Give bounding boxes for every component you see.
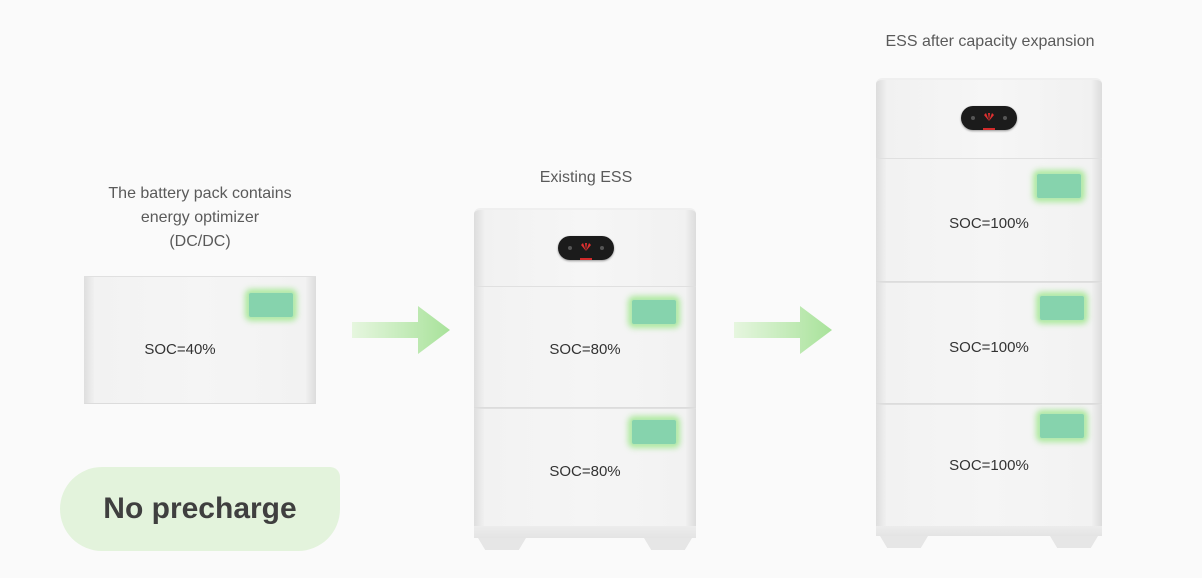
display-panel <box>961 106 1017 130</box>
pack-caption: The battery pack contains energy optimiz… <box>60 182 340 254</box>
module-soc: SOC=100% <box>949 457 1029 474</box>
module-soc: SOC=80% <box>549 341 621 358</box>
led-indicator <box>631 419 677 445</box>
single-pack-soc: SOC=40% <box>144 341 216 358</box>
no-precharge-badge: No precharge <box>60 467 340 551</box>
led-indicator <box>1036 173 1082 199</box>
ess-base <box>474 526 696 550</box>
pack-caption-line-1: The battery pack contains <box>108 185 292 202</box>
single-battery-pack: SOC=40% <box>84 276 316 404</box>
battery-module: SOC=80% <box>474 286 696 408</box>
ess-base <box>876 526 1102 548</box>
battery-module: SOC=100% <box>876 282 1102 404</box>
led-indicator <box>248 292 294 318</box>
right-arrow-icon <box>352 306 450 354</box>
module-soc: SOC=100% <box>949 339 1029 356</box>
brand-logo-icon <box>581 243 591 251</box>
module-soc: SOC=80% <box>549 463 621 480</box>
led-indicator <box>631 299 677 325</box>
battery-module: SOC=100% <box>876 158 1102 282</box>
ess-control-module <box>876 78 1102 158</box>
pack-caption-line-2: energy optimizer <box>140 209 260 226</box>
pack-caption-line-3: (DC/DC) <box>169 233 231 250</box>
led-indicator <box>1039 413 1085 439</box>
existing-ess: SOC=80% SOC=80% <box>474 208 696 550</box>
battery-module: SOC=80% <box>474 408 696 528</box>
expanded-ess: SOC=100% SOC=100% SOC=100% <box>876 78 1102 548</box>
ess-control-module <box>474 208 696 286</box>
module-soc: SOC=100% <box>949 215 1029 232</box>
brand-logo-icon <box>984 113 994 121</box>
led-indicator <box>1039 295 1085 321</box>
display-panel <box>558 236 614 260</box>
right-arrow-icon <box>734 306 832 354</box>
battery-module: SOC=100% <box>876 404 1102 528</box>
expanded-ess-caption: ESS after capacity expansion <box>885 33 1095 50</box>
existing-ess-caption: Existing ESS <box>539 169 633 186</box>
